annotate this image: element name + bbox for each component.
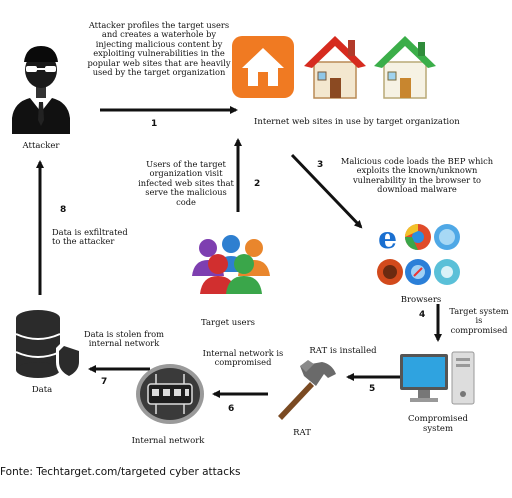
- source-caption: Fonte: Techtarget.com/targeted cyber att…: [0, 466, 241, 478]
- internal-network-label: Internal network: [131, 436, 205, 446]
- website-house-red-icon: [304, 36, 366, 99]
- step-4-number: 4: [419, 310, 426, 320]
- step-5-text: RAT is installed: [309, 346, 377, 356]
- attacker-icon: [12, 46, 70, 134]
- computer-icon: [400, 351, 475, 405]
- step-6-number: 6: [228, 404, 235, 414]
- rat-label: RAT: [293, 428, 311, 438]
- target-users-label: Target users: [200, 318, 256, 328]
- attacker-label: Attacker: [22, 141, 60, 151]
- step-2-number: 2: [254, 179, 261, 189]
- target-users-icon: [192, 235, 270, 294]
- arrow-step-3: [290, 153, 363, 229]
- data-label: Data: [31, 385, 53, 395]
- step-1-number: 1: [151, 119, 158, 129]
- internal-network-icon: [136, 364, 204, 424]
- step-3-number: 3: [317, 160, 324, 170]
- step-5-number: 5: [369, 384, 376, 394]
- step-7-number: 7: [101, 377, 108, 387]
- step-4-text: Target system is compromised: [449, 306, 509, 335]
- svg-text:e: e: [378, 221, 397, 256]
- website-house-orange-icon: [232, 36, 294, 98]
- step-7-text: Data is stolen from internal network: [83, 329, 165, 349]
- step-8-number: 8: [60, 205, 67, 215]
- compromised-system-label: Compromised system: [408, 414, 468, 434]
- step-1-text: Attacker profiles the target users and c…: [87, 20, 231, 78]
- database-icon: [15, 310, 82, 380]
- website-house-green-icon: [374, 36, 436, 99]
- websites-label: Internet web sites in use by target orga…: [254, 117, 460, 127]
- step-2-text: Users of the target organization visit i…: [138, 159, 234, 207]
- step-8-text: Data is exfiltrated to the attacker: [52, 227, 128, 247]
- rat-hammer-icon: [278, 360, 336, 420]
- browsers-label: Browsers: [400, 295, 442, 305]
- step-3-text: Malicious code loads the BEP which explo…: [340, 156, 494, 195]
- browsers-icon: e: [377, 221, 460, 285]
- step-6-text: Internal network is compromised: [202, 348, 284, 368]
